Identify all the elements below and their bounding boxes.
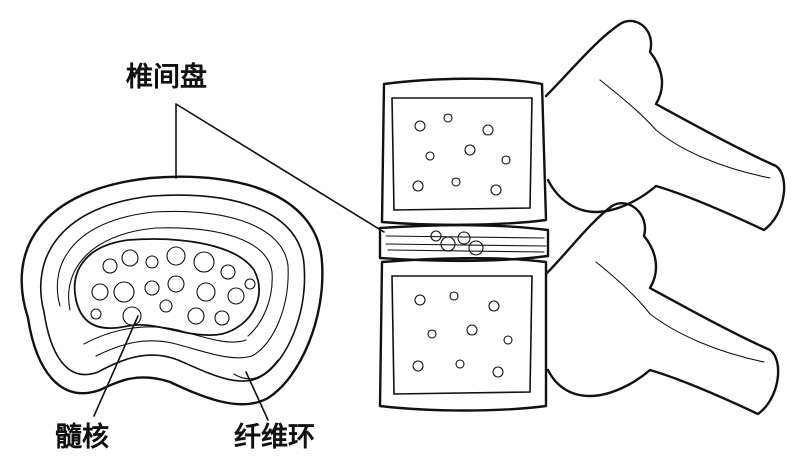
label-intervertebral-disc: 椎间盘 — [126, 62, 207, 93]
spine-segment-icon — [378, 19, 786, 416]
label-annulus-fibrosus: 纤维环 — [234, 422, 315, 453]
label-nucleus-pulposus: 髓核 — [55, 422, 109, 453]
leader-lines — [93, 103, 385, 421]
disc-cross-section-icon — [20, 175, 324, 406]
